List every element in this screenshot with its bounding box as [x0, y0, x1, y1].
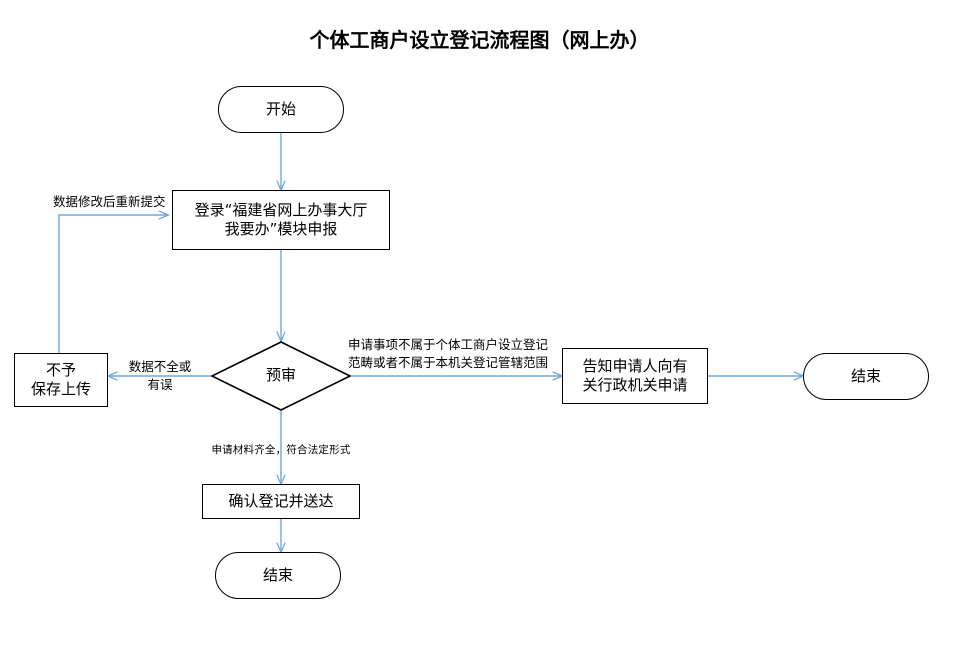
node-review[interactable]: 预审 [211, 341, 351, 411]
node-end-bottom-label: 结束 [262, 565, 293, 584]
node-start[interactable]: 开始 [218, 86, 344, 133]
edge-label-resubmit: 数据修改后重新提交 [53, 194, 166, 209]
node-notify[interactable]: 告知申请人向有 关行政机关申请 [562, 348, 708, 404]
node-confirm[interactable]: 确认登记并送达 [202, 484, 360, 519]
node-reject-label: 不予 保存上传 [30, 360, 91, 398]
node-login[interactable]: 登录“福建省网上办事大厅 我要办”模块申报 [172, 190, 390, 250]
node-login-label: 登录“福建省网上办事大厅 我要办”模块申报 [194, 200, 368, 238]
edge-label-materials-ok: 申请材料齐全，符合法定形式 [211, 444, 351, 456]
node-end-right[interactable]: 结束 [803, 353, 929, 400]
node-reject[interactable]: 不予 保存上传 [14, 353, 108, 407]
node-end-right-label: 结束 [850, 366, 881, 385]
edge-label-out-of-scope: 申请事项不属于个体工商户设立登记 范畴或者不属于本机关登记管辖范围 [348, 337, 549, 370]
node-notify-label: 告知申请人向有 关行政机关申请 [582, 356, 688, 394]
decision-diamond-shape [211, 341, 351, 411]
node-review-label: 预审 [265, 366, 296, 385]
edge-reject-to-login [58, 215, 168, 353]
node-confirm-label: 确认登记并送达 [228, 491, 334, 510]
edge-label-data-error: 数据不全或 有误 [128, 359, 192, 392]
node-end-bottom[interactable]: 结束 [215, 552, 341, 599]
node-start-label: 开始 [265, 99, 296, 118]
page-title: 个体工商户设立登记流程图（网上办） [309, 28, 650, 52]
